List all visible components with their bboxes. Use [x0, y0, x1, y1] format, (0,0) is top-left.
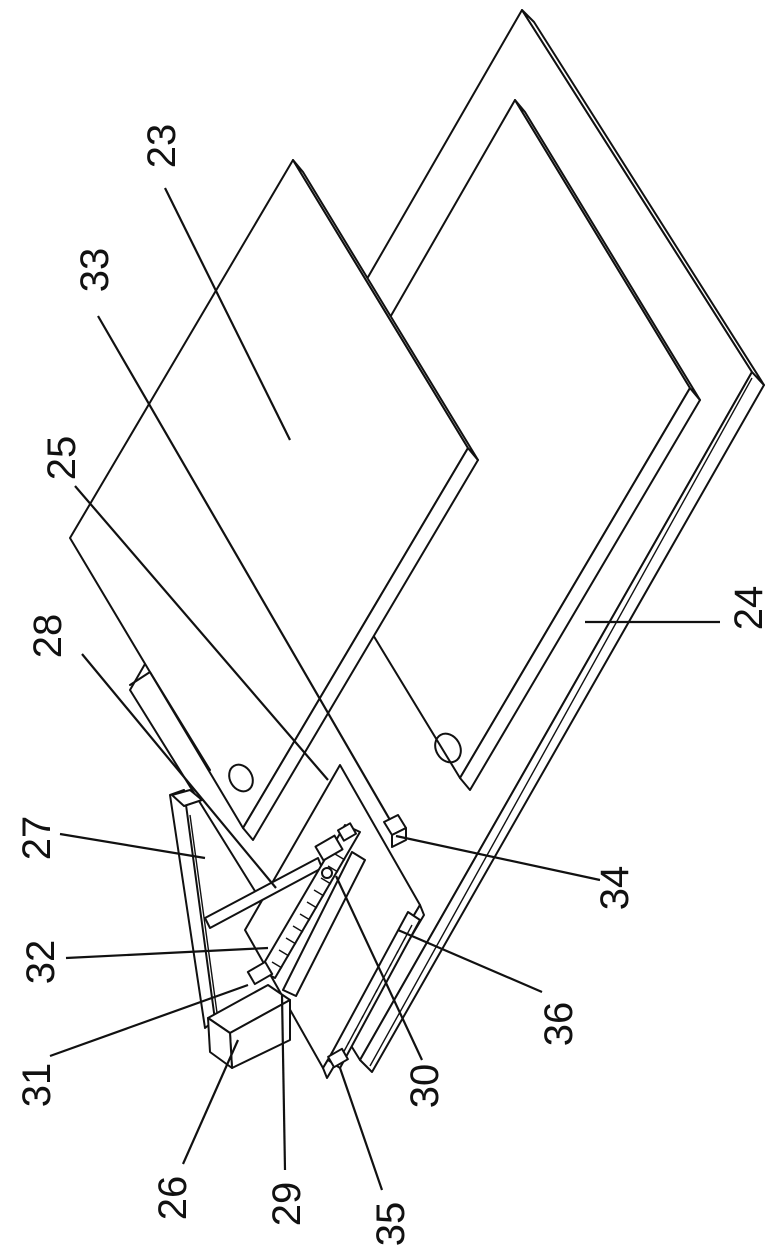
- label-32: 32: [19, 940, 63, 985]
- label-24: 24: [727, 586, 771, 631]
- label-26: 26: [151, 1176, 195, 1221]
- label-28: 28: [26, 614, 70, 659]
- label-35: 35: [369, 1202, 413, 1247]
- label-34: 34: [593, 866, 637, 911]
- motor-block-26: [208, 985, 290, 1068]
- leader-35: [340, 1068, 382, 1190]
- label-33: 33: [73, 248, 117, 293]
- leader-32: [66, 948, 268, 958]
- label-25: 25: [40, 436, 84, 481]
- label-31: 31: [15, 1063, 59, 1108]
- label-29: 29: [265, 1182, 309, 1227]
- label-36: 36: [537, 1002, 581, 1047]
- label-30: 30: [403, 1064, 447, 1109]
- frame-27: [170, 790, 218, 1028]
- label-27: 27: [15, 816, 59, 861]
- leader-26: [183, 1040, 238, 1164]
- label-23: 23: [140, 124, 184, 169]
